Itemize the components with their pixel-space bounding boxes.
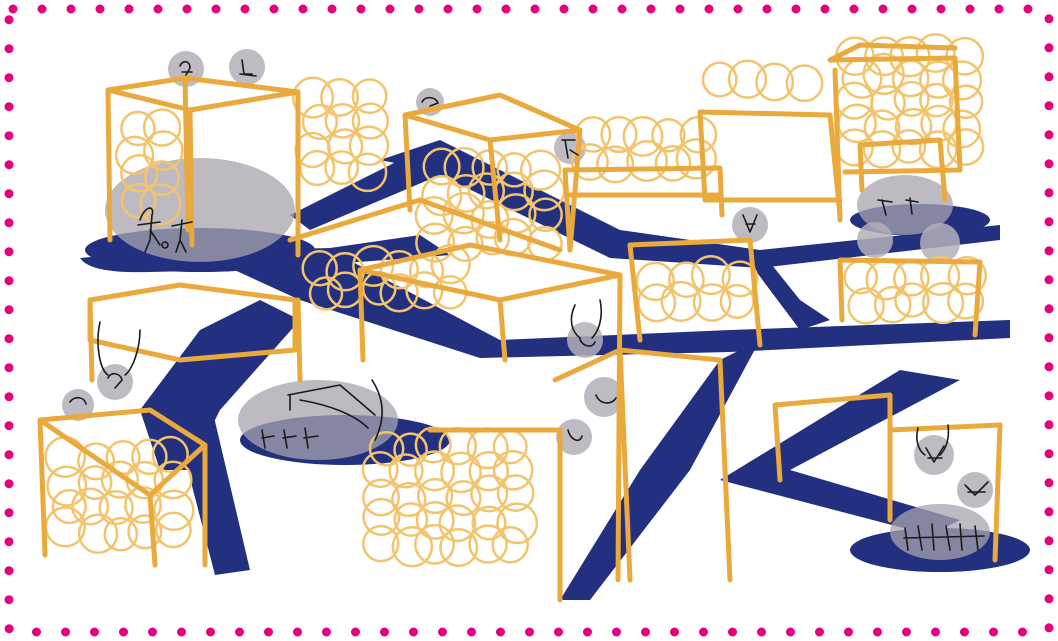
figure-bubble [857,222,893,258]
frame-box [298,300,300,380]
figure-bubble [229,49,265,85]
frame-box [700,112,840,215]
pool [238,380,398,460]
bubble [703,63,736,96]
bubble [326,151,358,183]
bubble [53,490,86,523]
bubble [144,110,180,146]
bubble [943,62,981,100]
bubble [677,139,716,178]
figure-bubble [957,472,993,508]
bubble [493,527,528,562]
bubble [415,525,453,563]
bubble [46,508,85,547]
path-band-left-lower [175,400,250,575]
bubble [72,489,108,525]
bubble [875,287,910,322]
bubble [721,285,754,318]
